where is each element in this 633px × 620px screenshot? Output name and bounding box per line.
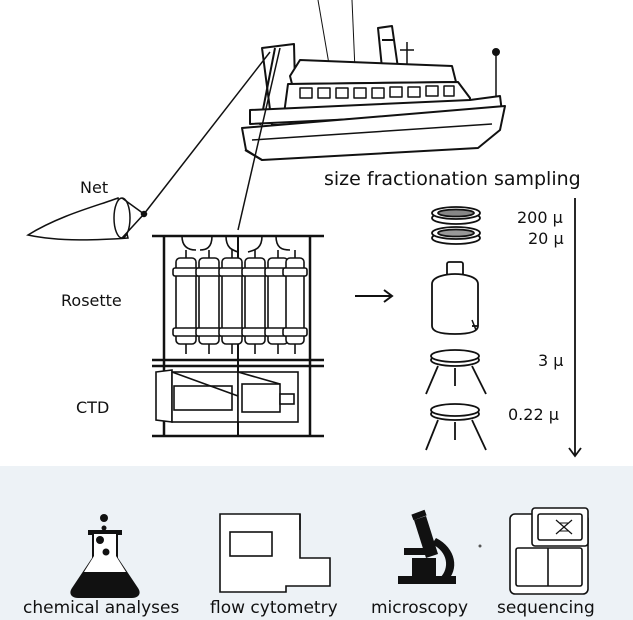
filter-022-icon [425,403,487,451]
size-3-label: 3 μ [538,351,564,370]
sieve-200-icon [431,206,481,225]
sampling-bottles [172,235,308,354]
size-200-label: 200 μ [517,208,563,227]
sequencer-icon [509,507,589,595]
filter-3-icon [425,349,487,395]
microscope-icon [398,509,482,584]
rosette-label: Rosette [61,291,122,310]
arrow-right-icon [355,289,394,303]
sieve-20-icon [431,226,481,245]
size-022-label: 0.22 μ [508,405,559,424]
bottle-icon [431,261,479,335]
arrow-down-icon [568,198,582,458]
flow-cytometer-icon [219,513,331,593]
sampling-title: size fractionation sampling [324,168,581,190]
flow-cytometry-label: flow cytometry [210,598,338,618]
size-20-label: 20 μ [528,229,564,248]
microscopy-label: microscopy [371,598,469,618]
net-icon [26,47,281,241]
net-label: Net [80,178,109,197]
ship-icon [241,0,506,161]
ctd-label: CTD [76,398,110,417]
chemical-analyses-label: chemical analyses [23,598,180,618]
flask-icon [70,514,140,598]
sequencing-label: sequencing [497,598,595,618]
ctd-icon [155,369,299,423]
